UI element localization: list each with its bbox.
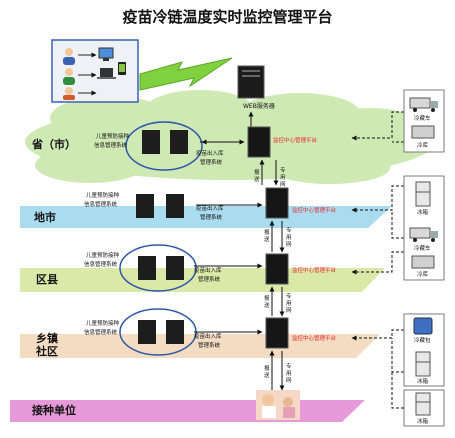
server-icon [138,256,184,280]
wireless-link-icon [139,57,233,91]
network-label: 专用网 [286,292,292,314]
report-links [259,159,285,391]
center-server-icon [265,317,289,349]
report-label: 报送 [254,168,260,183]
refrigerator-icon [415,392,431,416]
user-icon [63,48,75,100]
cooler-bag-icon [413,317,433,335]
level-label-city: 地市 [34,210,56,224]
refrigerator-icon [415,181,431,207]
refrigerator-icon [415,351,431,377]
level-label-unit: 接种单位 [32,403,76,417]
info-system-group [125,121,203,171]
network-label: 专用网 [286,226,292,248]
center-server-icon [265,253,289,285]
report-label: 报送 [264,228,270,243]
center-server-icon [247,126,271,158]
phone-icon [118,62,126,75]
network-label: 专用网 [280,166,286,188]
stock-system-label: 疫苗出入库管理系统 [196,149,224,166]
stock-system-label: 疫苗出入库管理系统 [196,204,224,221]
refrigerated-truck-icon [409,97,438,112]
info-system-label: 儿童预防接种信息管理系统 [84,319,120,336]
device-label: 冷库 [417,141,429,149]
level-label-town: 乡镇社区 [35,331,58,358]
center-platform-label: 监控中心管理平台 [292,206,337,214]
info-system-group [119,244,197,292]
laptop-icon [97,68,116,79]
stock-system-label: 疫苗出入库管理系统 [194,266,222,283]
band-county [20,268,385,292]
info-system-label: 儿童预防接种信息管理系统 [84,191,120,208]
network-label: 专用网 [286,362,292,384]
refrigerated-truck-icon [409,227,438,242]
cold-storage-icon [411,255,435,269]
center-platform-label: 监控中心管理平台 [292,334,337,342]
province-cloud [25,90,435,184]
web-server-label: WEB服务器 [243,102,275,110]
cold-storage-icon [411,125,435,139]
device-label: 冷藏车 [414,244,431,252]
page-title: 疫苗冷链温度实时监控管理平台 [122,8,333,26]
web-server-icon [237,65,265,99]
device-label: 冰箱 [417,377,429,385]
level-label-province: 省（市） [31,137,76,151]
center-platform-label: 监控中心管理平台 [292,266,337,274]
user-clients [51,39,139,103]
stock-system-label: 疫苗出入库管理系统 [194,332,222,349]
band-town [20,334,380,358]
level-label-county: 区县 [36,273,58,286]
server-icon [136,194,184,218]
device-label: 冰箱 [417,208,429,216]
monitor-icon [98,47,114,61]
server-icon [138,320,184,344]
vaccination-photo [256,390,300,420]
info-system-label: 儿童预防接种信息管理系统 [84,251,120,268]
band-city [20,206,392,228]
device-label: 冰箱 [417,417,429,425]
device-label: 冷库 [417,270,429,278]
device-box-city: 冰箱 冷藏车 冷库 [403,175,445,281]
center-platform-label: 监控中心管理平台 [273,136,318,144]
info-system-label: 儿童预防接种信息管理系统 [94,132,130,149]
device-data-link [391,372,404,409]
device-box-province: 冷藏车 冷库 [403,89,445,153]
report-label: 报送 [264,294,270,309]
report-label: 报送 [264,364,270,379]
device-box-unit: 冰箱 [403,389,445,427]
server-icon [142,130,188,154]
device-label: 冷藏车 [414,114,431,122]
device-label: 冷藏包 [414,336,431,344]
center-server-icon [265,187,289,219]
device-box-town: 冷藏包 冰箱 [403,313,445,387]
